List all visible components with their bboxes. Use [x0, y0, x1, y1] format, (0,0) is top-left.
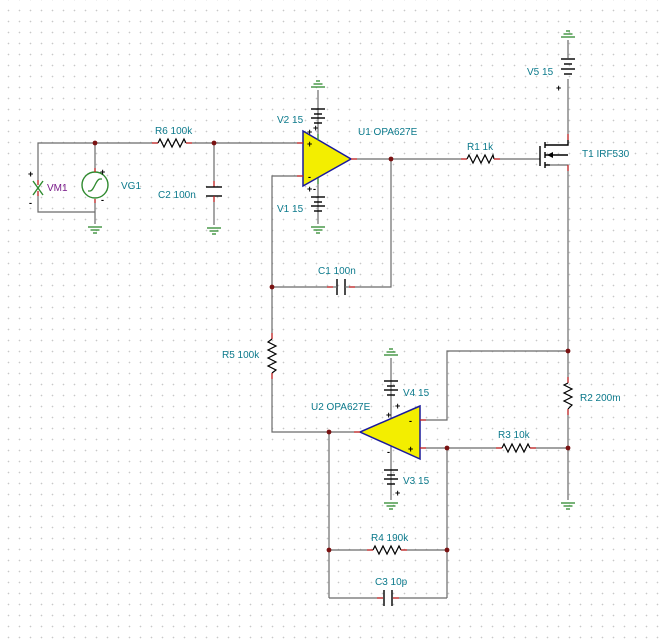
plus-sign: +	[100, 167, 105, 177]
c2-label: C2 100n	[158, 190, 196, 201]
supply-plus-sign: +	[386, 410, 391, 420]
mosfet-t1[interactable]: T1 IRF530	[539, 134, 630, 171]
ground-icon	[383, 502, 399, 510]
ground-icon	[560, 502, 576, 510]
plus-sign: +	[28, 169, 33, 179]
ground-icon	[560, 30, 576, 38]
resistor-r1[interactable]: R1 1k	[461, 142, 500, 165]
v2-label: V2 15	[277, 115, 304, 126]
opamp-u1[interactable]: + - + - U1 OPA627E	[297, 123, 418, 194]
vg1-label: VG1	[121, 181, 141, 192]
plus-sign: +	[307, 184, 312, 194]
v4-label: V4 15	[403, 388, 430, 399]
junction-node	[444, 547, 450, 553]
v3-label: V3 15	[403, 476, 430, 487]
junction-node	[444, 445, 450, 451]
junction-nodes	[92, 140, 571, 553]
supply-minus-sign: -	[387, 447, 390, 457]
ground-icon	[310, 226, 326, 234]
plus-sign: +	[307, 127, 312, 137]
capacitor-c3[interactable]: C3 10p	[375, 577, 408, 606]
v5-label: V5 15	[527, 67, 554, 78]
junction-node	[388, 156, 394, 162]
junction-node	[269, 284, 275, 290]
battery-v3[interactable]: + V3 15	[384, 469, 430, 498]
u1-label: U1 OPA627E	[358, 127, 418, 138]
noninverting-input-sign: +	[408, 444, 413, 454]
plus-sign: +	[556, 83, 561, 93]
inverting-input-sign: -	[409, 416, 412, 426]
signal-generator-vg1[interactable]: + - VG1	[81, 167, 141, 205]
t1-label: T1 IRF530	[582, 149, 630, 160]
capacitor-c2[interactable]: C2 100n	[158, 181, 222, 202]
c1-label: C1 100n	[318, 266, 356, 277]
ground-icon	[383, 348, 399, 356]
battery-v2[interactable]: + V2 15	[277, 108, 325, 137]
resistor-r5[interactable]: R5 100k	[222, 333, 278, 379]
supply-plus-sign: +	[313, 123, 318, 133]
u2-label: U2 OPA627E	[311, 402, 371, 413]
plus-sign: +	[395, 401, 400, 411]
minus-sign: -	[29, 198, 32, 208]
ground-icon	[87, 226, 103, 234]
junction-node	[211, 140, 217, 146]
minus-sign: -	[101, 195, 104, 205]
noninverting-input-sign: +	[307, 139, 312, 149]
v1-label: V1 15	[277, 204, 304, 215]
junction-node	[565, 348, 571, 354]
capacitor-c1[interactable]: C1 100n	[318, 266, 356, 295]
battery-v4[interactable]: + V4 15	[384, 380, 430, 411]
r3-label: R3 10k	[498, 430, 531, 441]
ground-icon	[206, 227, 222, 235]
resistor-r6[interactable]: R6 100k	[152, 126, 193, 149]
junction-node	[326, 547, 332, 553]
resistor-r2[interactable]: R2 200m	[562, 377, 621, 415]
voltmeter-vm1[interactable]: + - VM1	[28, 169, 68, 208]
inverting-input-sign: -	[308, 172, 311, 182]
ground-icon	[310, 80, 326, 88]
supply-minus-sign: -	[313, 184, 316, 194]
vm1-label: VM1	[47, 183, 68, 194]
r5-label: R5 100k	[222, 350, 260, 361]
opamp-u2[interactable]: - + + - U2 OPA627E	[311, 402, 426, 461]
junction-node	[92, 140, 98, 146]
resistor-r4[interactable]: R4 190k	[367, 533, 409, 556]
resistor-r3[interactable]: R3 10k	[496, 430, 536, 454]
battery-v1[interactable]: + V1 15	[277, 184, 325, 215]
junction-node	[565, 445, 571, 451]
plus-sign: +	[395, 488, 400, 498]
r1-label: R1 1k	[467, 142, 494, 153]
r6-label: R6 100k	[155, 126, 193, 137]
junction-node	[326, 429, 332, 435]
battery-v5[interactable]: + V5 15	[527, 58, 575, 93]
c3-label: C3 10p	[375, 577, 408, 588]
r2-label: R2 200m	[580, 393, 621, 404]
r4-label: R4 190k	[371, 533, 409, 544]
